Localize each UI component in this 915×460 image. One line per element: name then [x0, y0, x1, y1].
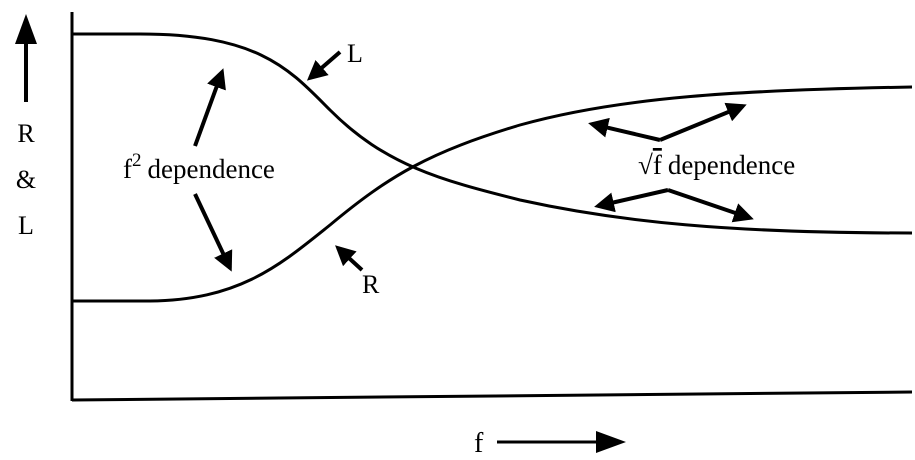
- y-axis-label-l: L: [18, 211, 34, 240]
- curve-l-label: L: [347, 39, 363, 68]
- sqrt-text: dependence: [668, 150, 795, 180]
- curve-l: [72, 32, 913, 235]
- curve-r: [72, 85, 913, 303]
- y-axis-arrowhead: [15, 14, 37, 44]
- f2-exponent: 2: [132, 150, 142, 171]
- y-axis-label-r: R: [17, 119, 35, 148]
- sqrt-symbol: √: [638, 150, 653, 180]
- y-axis-label-and: &: [16, 165, 36, 194]
- sqrt-lower-arrow-right: [667, 188, 754, 223]
- curve-l-pointer-arrow: [306, 50, 342, 81]
- f2-arrow-up: [193, 68, 226, 147]
- f2-base: f: [123, 154, 132, 184]
- f2-arrow-down: [193, 193, 233, 272]
- f2-text: dependence: [148, 154, 275, 184]
- curve-r-label: R: [362, 270, 380, 299]
- x-axis-label: f: [474, 428, 484, 459]
- sqrt-lower-arrow-left: [594, 188, 669, 213]
- sqrt-argument: f: [653, 150, 662, 180]
- curve-r-pointer-arrow: [335, 245, 364, 272]
- sqrt-upper-arrow-left: [588, 117, 661, 142]
- x-axis: [71, 390, 913, 402]
- f-squared-dependence-label: f2 dependence: [123, 150, 275, 184]
- sqrt-upper-arrow-right: [659, 102, 747, 142]
- x-axis-arrowhead: [596, 431, 626, 453]
